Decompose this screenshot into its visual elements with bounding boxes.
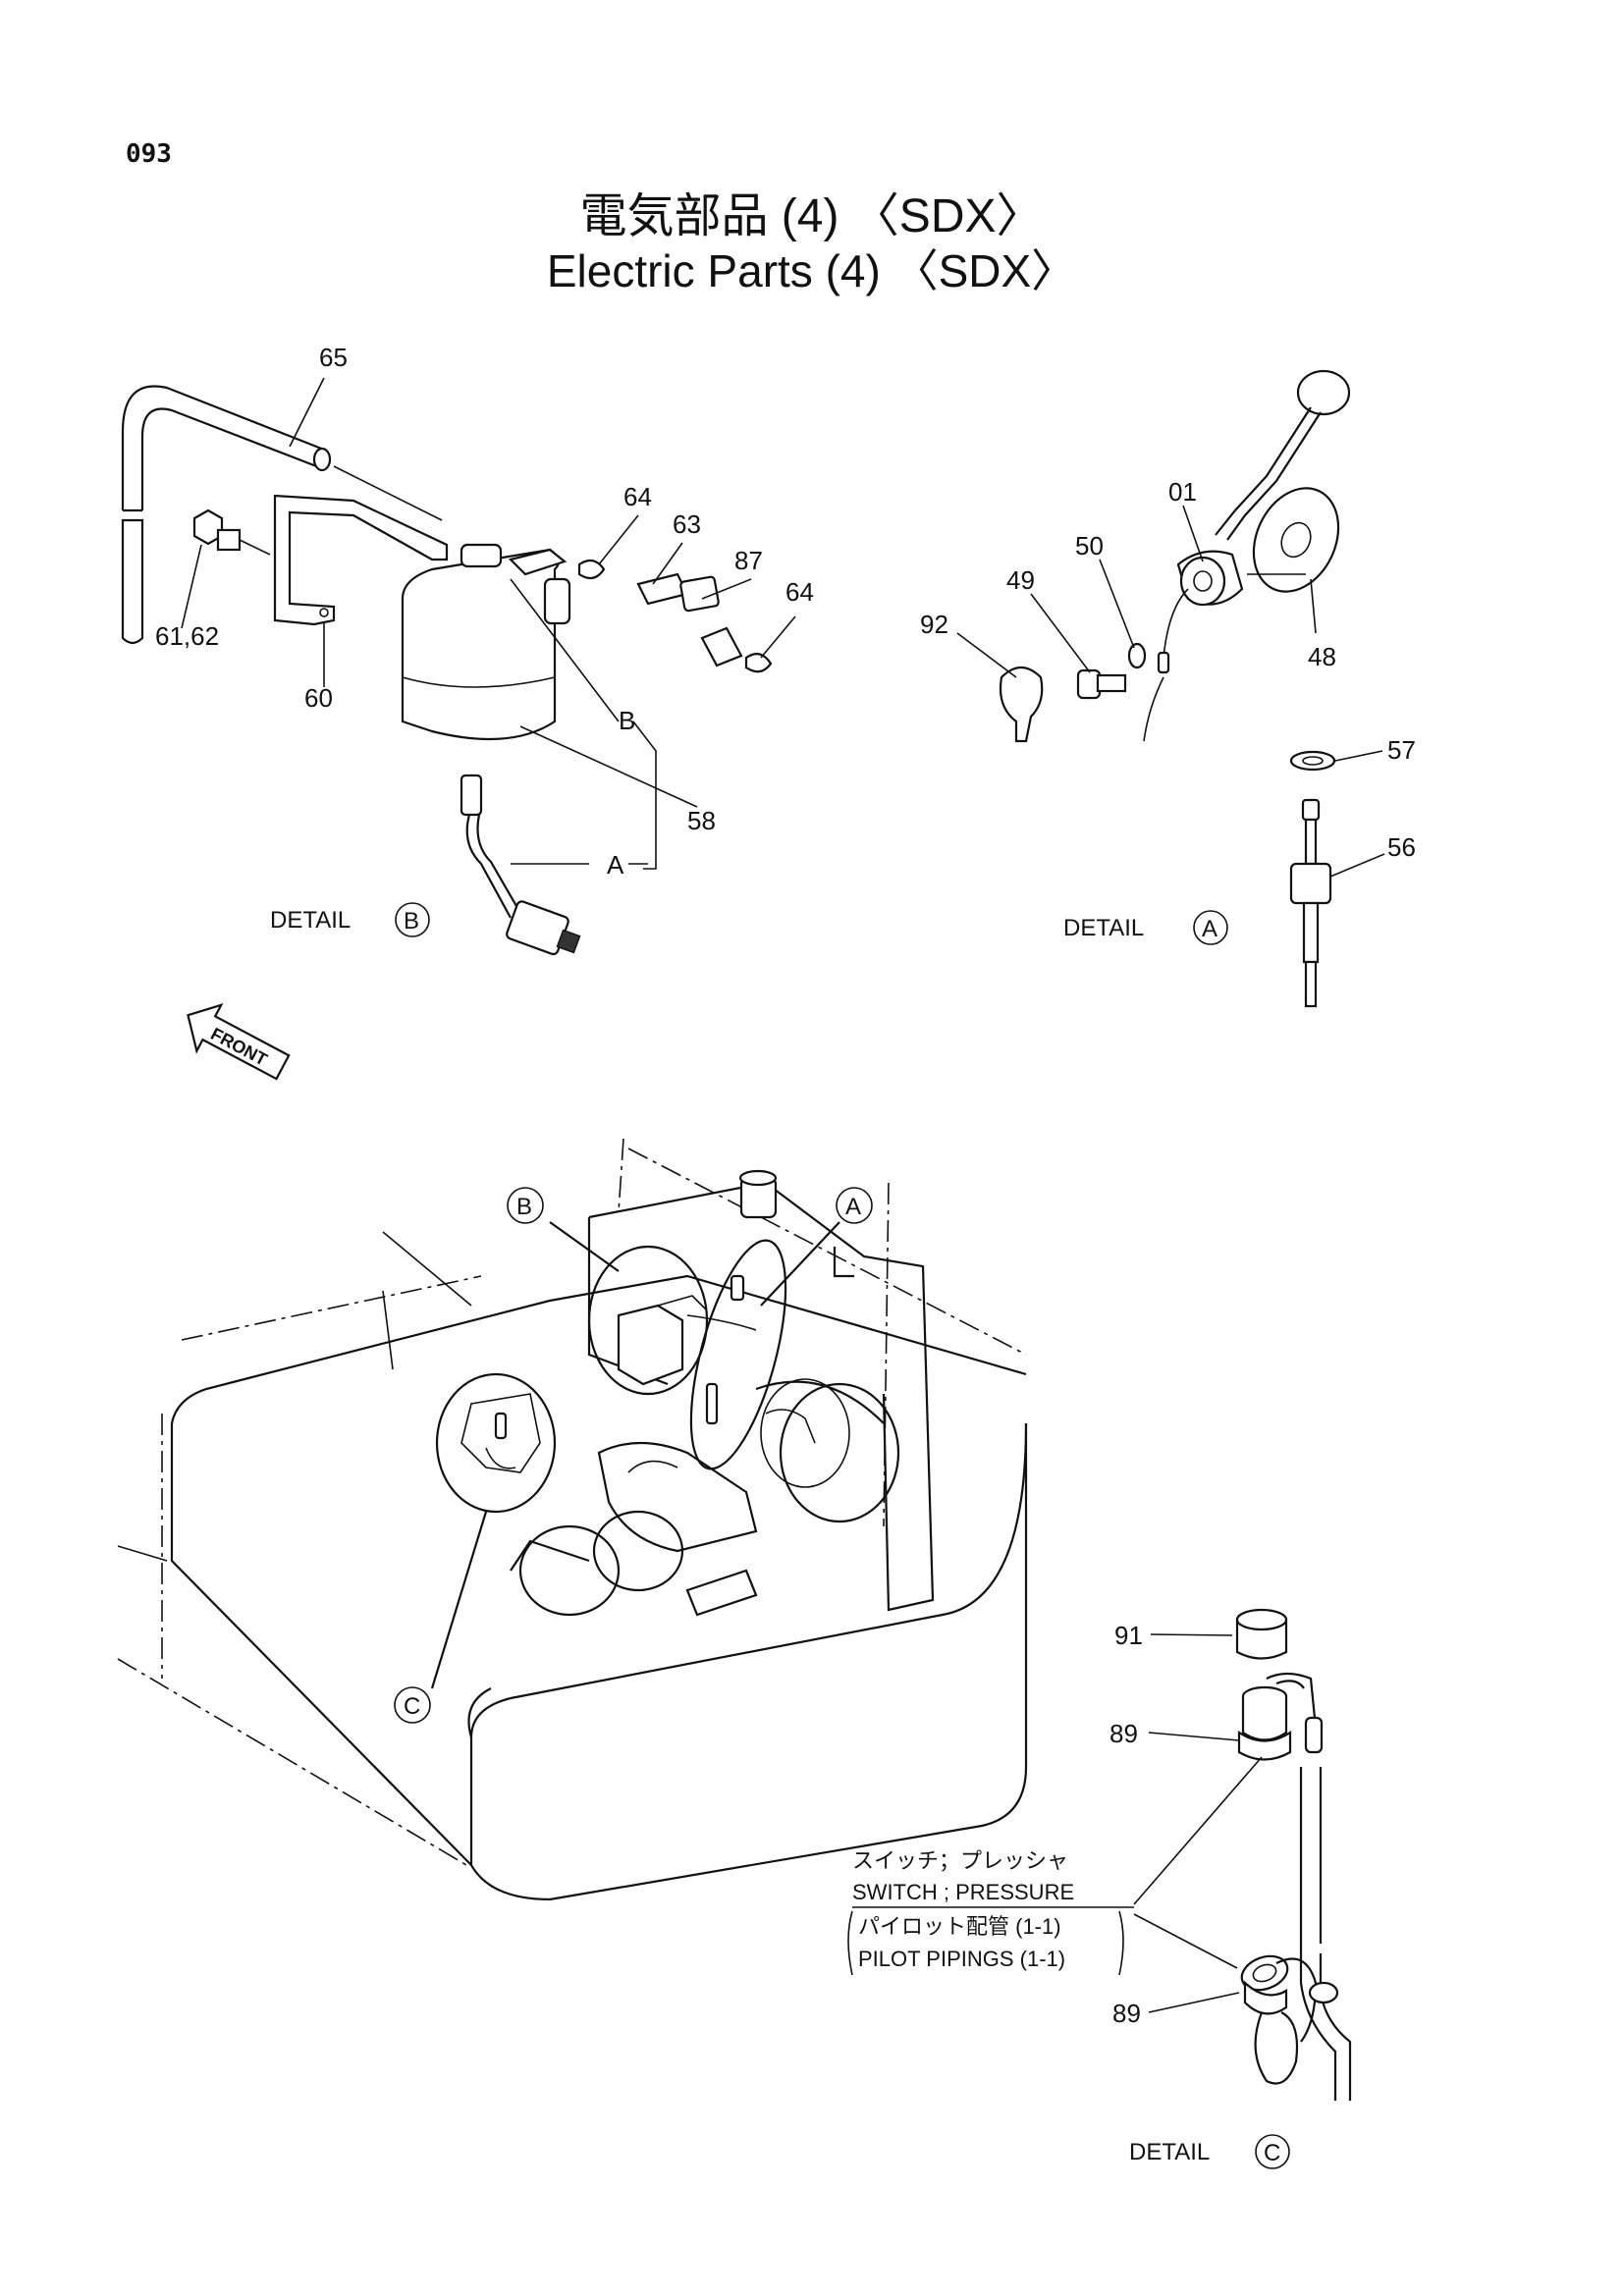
detail-b-label: DETAIL (270, 907, 351, 934)
page-title-japanese: 電気部品 (4) 〈SDX〉 (579, 190, 1044, 242)
note-line-3: パイロット配管 (1-1) (858, 1914, 1061, 1939)
tank-58 (401, 543, 581, 956)
callout-64-lower: 64 (785, 577, 814, 607)
cap-91 (1235, 1608, 1288, 1660)
detail-c-group: 91 89 89 DETAIL C (1109, 1608, 1352, 2169)
detail-c-label: DETAIL (1129, 2139, 1210, 2165)
detail-a-circle (1193, 910, 1228, 945)
note-line-4: PILOT PIPINGS (1-1) (858, 1947, 1065, 1971)
page-title-english: Electric Parts (4) 〈SDX〉 (546, 245, 1077, 296)
main-circle-c (394, 1686, 431, 1724)
main-letter-b: B (516, 1194, 532, 1220)
main-letter-c: C (404, 1693, 420, 1720)
callout-01: 01 (1168, 477, 1197, 507)
callout-64-upper: 64 (623, 482, 652, 511)
callout-57: 57 (1387, 735, 1416, 765)
detail-b-letter: B (404, 908, 419, 934)
note-line-1: スイッチ；プレッシャ (852, 1848, 1068, 1873)
callout-60: 60 (304, 683, 333, 713)
detail-b-circle (395, 902, 430, 937)
detail-b-leaders (181, 377, 796, 870)
note-line-2: SWITCH ; PRESSURE (852, 1880, 1074, 1904)
main-circle-b (507, 1187, 544, 1224)
detail-a-label: DETAIL (1063, 915, 1144, 941)
callout-65: 65 (319, 343, 348, 372)
front-arrow: FRONT (187, 1003, 291, 1081)
detail-a-group: 01 50 49 92 48 57 56 DETAIL A (920, 369, 1416, 1008)
callout-87: 87 (734, 546, 763, 575)
pressure-switch-89-lower (1240, 1954, 1339, 2085)
fuel-sender-01 (1143, 369, 1351, 742)
callout-61-62: 61,62 (155, 621, 219, 651)
callout-63: 63 (673, 509, 701, 539)
callout-92: 92 (920, 610, 948, 639)
detail-c-circle (1255, 2134, 1290, 2169)
detail-b-group: 65 61,62 60 64 63 87 64 B 58 A DETAIL B (121, 343, 814, 956)
fasteners-49-50-92 (999, 642, 1147, 743)
hose-fittings (577, 559, 773, 673)
callout-48: 48 (1308, 642, 1336, 671)
callout-89-lower: 89 (1112, 1999, 1141, 2028)
callout-49: 49 (1006, 565, 1035, 595)
detail-c-letter: C (1264, 2140, 1280, 2166)
main-letter-a: A (845, 1194, 861, 1220)
bracket-60 (273, 494, 449, 626)
callout-a-wire: A (607, 850, 624, 880)
callout-89-upper: 89 (1109, 1719, 1138, 1748)
level-switch-56 (1289, 750, 1336, 1008)
callout-56: 56 (1387, 832, 1416, 862)
main-circle-a (836, 1187, 873, 1224)
callout-91: 91 (1114, 1621, 1143, 1650)
main-machine-view (117, 1138, 1028, 1901)
detail-a-leaders (956, 505, 1385, 878)
switch-note: スイッチ；プレッシャ SWITCH ; PRESSURE パイロット配管 (1-… (847, 1848, 1134, 1976)
hose-65 (121, 385, 443, 645)
detail-a-letter: A (1202, 916, 1217, 942)
detail-c-leaders (1133, 1633, 1263, 2013)
callout-b-tank: B (619, 706, 635, 735)
page-number: 093 (126, 139, 172, 169)
callout-58: 58 (687, 806, 716, 835)
callout-50: 50 (1075, 531, 1104, 561)
bolt-61-62 (192, 508, 271, 556)
